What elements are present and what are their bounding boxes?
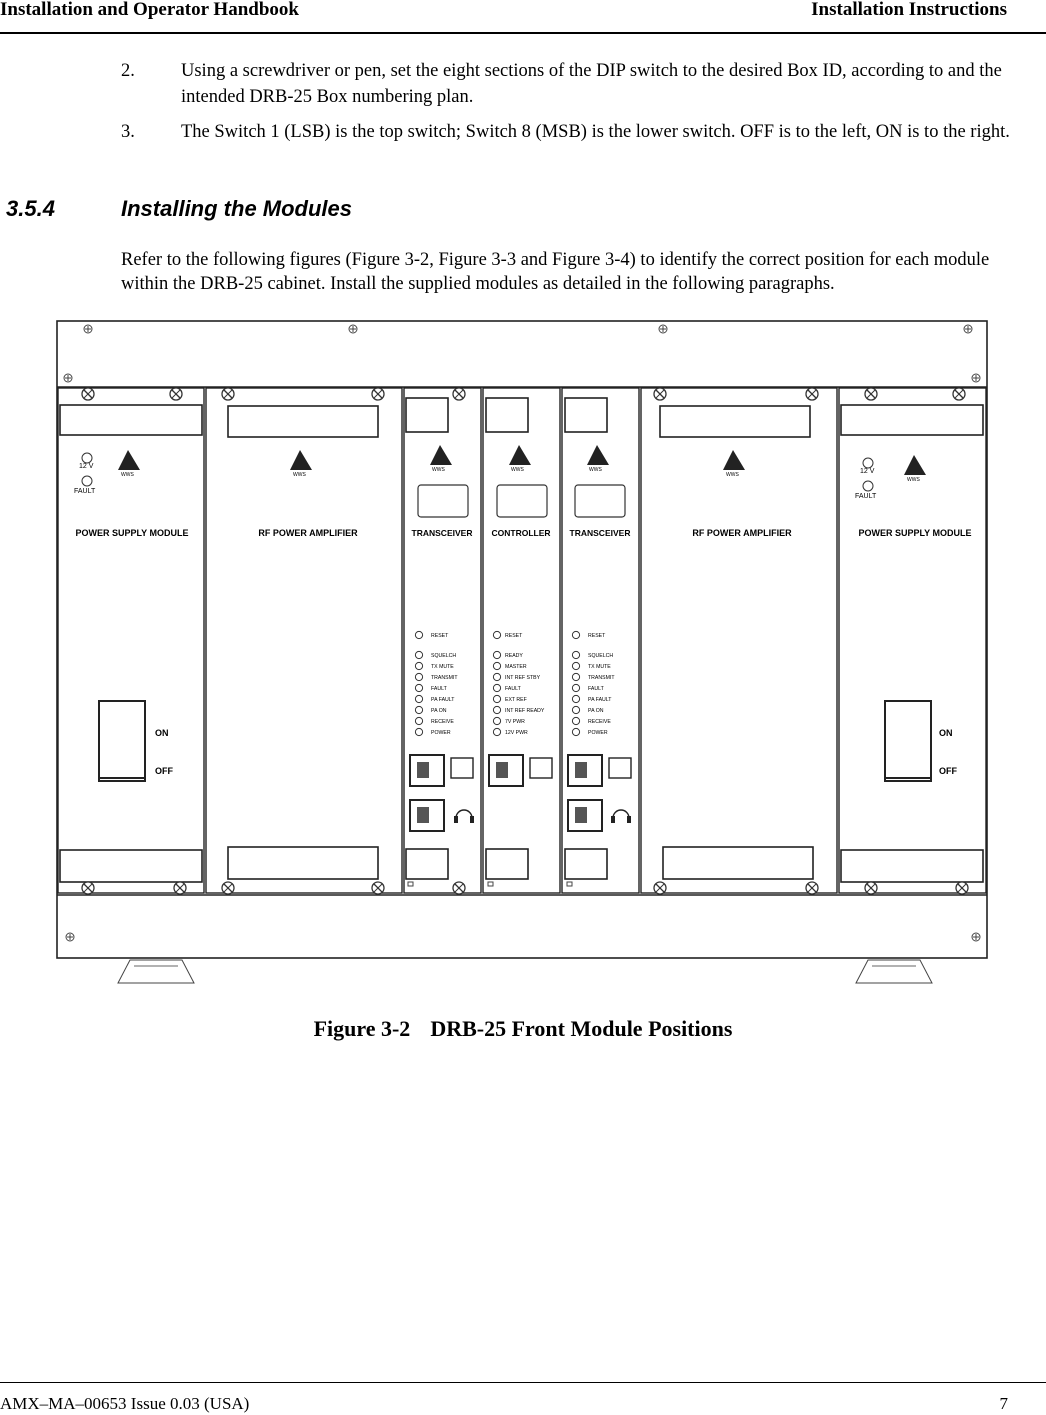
trx-left-led-label: RECEIVE <box>431 719 454 725</box>
rfpa-left-label: RF POWER AMPLIFIER <box>258 528 358 538</box>
page-number: 7 <box>999 1394 1009 1413</box>
figure-caption: Figure 3-2 DRB-25 Front Module Positions <box>0 1016 1046 1042</box>
psu-left-module: 12 V FAULT WWS POWER SUPPLY MODULE ON OF… <box>57 387 205 895</box>
rfpa-left-logo: WWS <box>293 472 306 478</box>
rfpa-left-module: WWS RF POWER AMPLIFIER <box>205 387 403 895</box>
trx-left-led-label: RESET <box>431 633 449 639</box>
trx-left-logo: WWS <box>432 467 445 473</box>
psu-right-on: ON <box>939 728 953 738</box>
trx-right-module: WWS TRANSCEIVER RESET SQUELCH TX MUTE TR… <box>561 387 640 894</box>
page-footer: AMX–MA–00653 Issue 0.03 (USA) 7 <box>0 1382 1046 1413</box>
section-number: 3.5.4 <box>6 196 55 221</box>
psu-right-led2: FAULT <box>855 493 877 500</box>
psu-left-led1: 12 V <box>79 463 94 470</box>
figure-caption-number: Figure 3-2 <box>313 1016 411 1041</box>
header-left-title: Installation and Operator Handbook <box>0 0 299 20</box>
trx-right-led-label: TRANSMIT <box>588 675 615 681</box>
controller-led-label: READY <box>505 653 523 659</box>
psu-left-led2: FAULT <box>74 488 96 495</box>
trx-right-led-label: PA FAULT <box>588 697 612 703</box>
psu-right-logo: WWS <box>907 477 920 483</box>
step-3: 3. The Switch 1 (LSB) is the top switch;… <box>121 119 1041 145</box>
trx-left-led-label: POWER <box>431 730 451 736</box>
section-title: Installing the Modules <box>121 196 353 221</box>
controller-led-label: FAULT <box>505 686 522 692</box>
trx-right-label: TRANSCEIVER <box>570 528 631 538</box>
controller-label: CONTROLLER <box>491 528 550 538</box>
trx-right-led-label: RESET <box>588 633 606 639</box>
psu-left-on: ON <box>155 728 169 738</box>
rack-figure: 12 V FAULT WWS POWER SUPPLY MODULE ON OF… <box>56 320 990 985</box>
step-text: The Switch 1 (LSB) is the top switch; Sw… <box>181 122 1010 142</box>
intro-paragraph: Refer to the following figures (Figure 3… <box>121 250 990 294</box>
controller-led-label: INT REF STBY <box>505 675 541 681</box>
trx-right-led-label: RECEIVE <box>588 719 611 725</box>
trx-right-led-label: FAULT <box>588 686 605 692</box>
trx-right-led-label: POWER <box>588 730 608 736</box>
trx-right-led-label: PA ON <box>588 708 604 714</box>
controller-led-label: INT REF READY <box>505 708 545 714</box>
controller-logo: WWS <box>511 467 524 473</box>
controller-led-list: RESET READY MASTER INT REF STBY FAULT EX… <box>492 630 545 737</box>
trx-left-led-label: FAULT <box>431 686 448 692</box>
psu-right-label: POWER SUPPLY MODULE <box>858 528 971 538</box>
trx-right-led-list: RESET SQUELCH TX MUTE TRANSMIT FAULT PA … <box>571 630 615 737</box>
rfpa-right-module: WWS RF POWER AMPLIFIER <box>640 387 838 895</box>
psu-left-off: OFF <box>155 766 173 776</box>
step-text: Using a screwdriver or pen, set the eigh… <box>181 61 1002 107</box>
controller-led-label: 7V PWR <box>505 719 525 725</box>
trx-left-led-label: PA FAULT <box>431 697 455 703</box>
trx-right-led-label: SQUELCH <box>588 653 613 659</box>
psu-right-led1: 12 V <box>860 468 875 475</box>
rack-drawing: 12 V FAULT WWS POWER SUPPLY MODULE ON OF… <box>56 320 988 984</box>
trx-left-led-label: TX MUTE <box>431 664 454 670</box>
controller-led-label: EXT REF <box>505 697 527 703</box>
step-number: 3. <box>121 122 135 142</box>
psu-right-off: OFF <box>939 766 957 776</box>
trx-left-led-label: PA ON <box>431 708 447 714</box>
rfpa-right-label: RF POWER AMPLIFIER <box>692 528 792 538</box>
document-id: AMX–MA–00653 Issue 0.03 (USA) <box>0 1394 250 1413</box>
controller-module: WWS CONTROLLER RESET READY MASTER INT RE… <box>482 387 561 894</box>
step-2: 2. Using a screwdriver or pen, set the e… <box>121 58 1041 110</box>
section-heading: 3.5.4 Installing the Modules <box>6 196 352 222</box>
figure-caption-text: DRB-25 Front Module Positions <box>430 1016 733 1041</box>
step-number: 2. <box>121 61 135 81</box>
trx-left-led-label: TRANSMIT <box>431 675 458 681</box>
rfpa-right-logo: WWS <box>726 472 739 478</box>
controller-led-label: RESET <box>505 633 523 639</box>
psu-left-logo: WWS <box>121 472 134 478</box>
trx-left-module: WWS TRANSCEIVER RESET SQUELCH TX MUTE TR… <box>403 387 482 895</box>
page-header: Installation and Operator Handbook Insta… <box>0 0 1046 34</box>
trx-left-led-list: RESET SQUELCH TX MUTE TRANSMIT FAULT PA … <box>414 630 458 737</box>
header-right-title: Installation Instructions <box>811 0 1007 20</box>
psu-right-module: 12 V FAULT WWS POWER SUPPLY MODULE ON OF… <box>838 387 987 895</box>
trx-right-logo: WWS <box>589 467 602 473</box>
controller-led-label: MASTER <box>505 664 527 670</box>
trx-left-label: TRANSCEIVER <box>412 528 473 538</box>
trx-right-led-label: TX MUTE <box>588 664 611 670</box>
controller-led-label: 12V PWR <box>505 730 528 736</box>
psu-left-label: POWER SUPPLY MODULE <box>75 528 188 538</box>
trx-left-led-label: SQUELCH <box>431 653 456 659</box>
